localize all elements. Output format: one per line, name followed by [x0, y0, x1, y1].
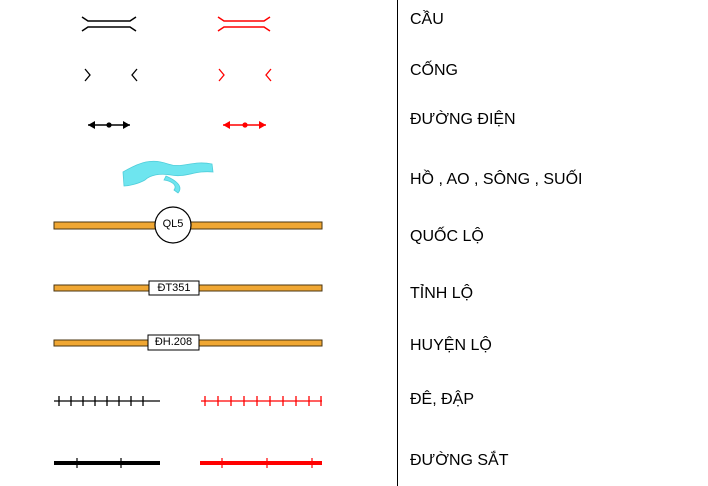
label-district-road: HUYỆN LỘ	[410, 337, 492, 354]
culvert-symbol-planned	[218, 68, 272, 82]
label-provincial-road: TỈNH LỘ	[410, 285, 474, 302]
dike-dam-symbol-existing	[54, 396, 160, 406]
district-road-marker: ĐH.208	[154, 336, 193, 348]
national-road-marker: QL5	[162, 218, 184, 230]
railway-symbol-existing	[54, 458, 160, 468]
district-road-symbol	[53, 334, 323, 351]
water-body-symbol	[122, 160, 214, 194]
provincial-road-marker: ĐT351	[157, 282, 191, 294]
label-national-road: QUỐC LỘ	[410, 228, 484, 245]
bridge-symbol-existing	[81, 16, 137, 32]
label-culvert: CỐNG	[410, 62, 458, 79]
power-line-symbol-planned	[223, 121, 266, 129]
label-railway: ĐƯỜNG SẮT	[410, 452, 509, 469]
label-water-body: HỒ , AO , SÔNG , SUỐI	[410, 171, 583, 188]
label-bridge: CẦU	[410, 11, 444, 28]
power-line-symbol-existing	[88, 121, 130, 129]
column-divider	[397, 0, 398, 486]
label-dike-dam: ĐÊ, ĐẬP	[410, 391, 475, 408]
label-power-line: ĐƯỜNG ĐIỆN	[410, 111, 516, 128]
dike-dam-symbol-planned	[201, 396, 322, 406]
culvert-symbol-existing	[84, 68, 138, 82]
bridge-symbol-planned	[217, 16, 271, 32]
railway-symbol-planned	[200, 458, 322, 468]
provincial-road-symbol	[53, 280, 323, 296]
national-road-symbol	[53, 206, 323, 244]
